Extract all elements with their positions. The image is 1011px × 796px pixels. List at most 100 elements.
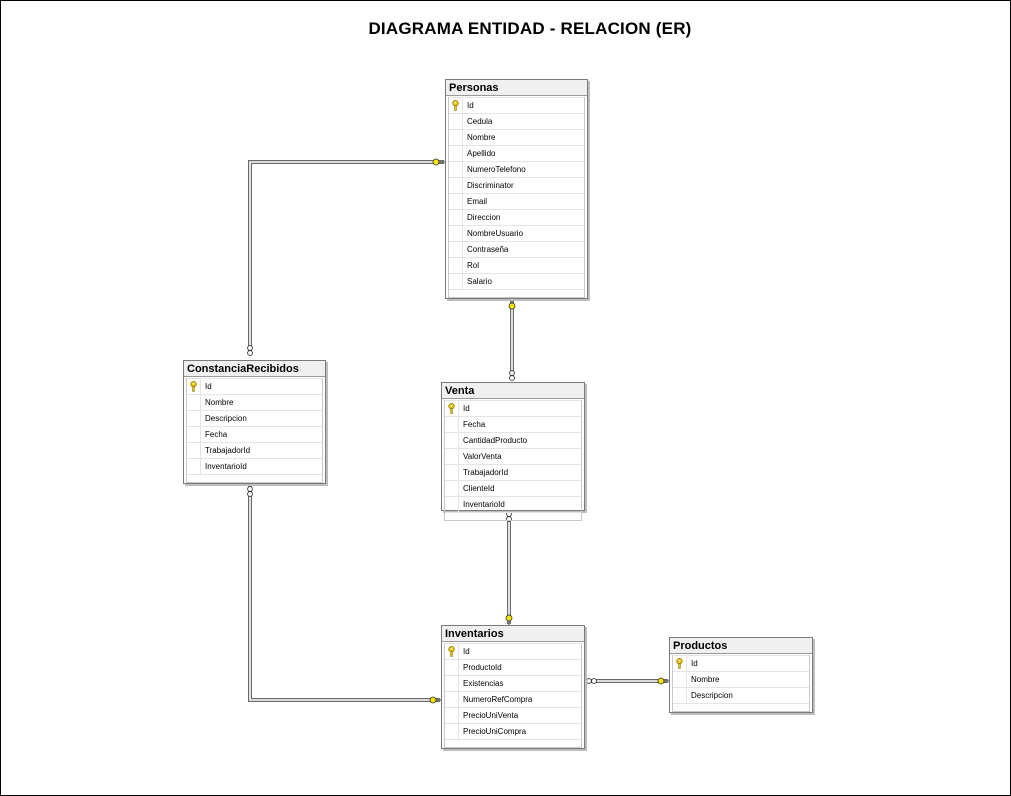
table-column-row[interactable]: ValorVenta	[445, 448, 581, 464]
relationship-constancia-inventarios[interactable]	[247, 486, 441, 704]
column-name: Email	[467, 197, 488, 206]
column-name: NombreUsuario	[467, 229, 524, 238]
table-column-row[interactable]: Existencias	[445, 675, 581, 691]
key-end-icon	[508, 299, 516, 310]
relationship-constancia-personas[interactable]	[247, 158, 445, 356]
table-column-row[interactable]: Salario	[449, 273, 584, 289]
table-column-row[interactable]: Discriminator	[449, 177, 584, 193]
relationship-venta-personas[interactable]	[508, 299, 516, 381]
table-title: Productos	[670, 638, 812, 654]
table-column-row[interactable]: Id	[445, 400, 581, 416]
table-column-row[interactable]: CantidadProducto	[445, 432, 581, 448]
table-column-row[interactable]: Descripcion	[673, 687, 809, 703]
table-column-row[interactable]: Id	[187, 378, 322, 394]
table-column-row[interactable]: Fecha	[445, 416, 581, 432]
row-gutter	[673, 672, 687, 687]
row-gutter	[449, 258, 463, 273]
key-end-icon	[657, 677, 669, 685]
empty-row	[673, 703, 809, 711]
table-column-row[interactable]: ClienteId	[445, 480, 581, 496]
table-column-row[interactable]: Nombre	[187, 394, 322, 410]
table-column-row[interactable]: Id	[445, 643, 581, 659]
column-name: Descripcion	[205, 414, 247, 423]
row-gutter	[673, 688, 687, 703]
row-gutter	[187, 411, 201, 426]
relationship-inventarios-productos[interactable]	[586, 677, 669, 685]
table-column-row[interactable]: Descripcion	[187, 410, 322, 426]
table-column-row[interactable]: InventarioId	[445, 496, 581, 512]
row-gutter	[449, 98, 463, 113]
primary-key-icon	[676, 658, 683, 669]
table-title: ConstanciaRecibidos	[184, 361, 325, 377]
table-column-row[interactable]: Fecha	[187, 426, 322, 442]
row-gutter	[445, 433, 459, 448]
table-title: Venta	[442, 383, 584, 399]
column-name: Salario	[467, 277, 492, 286]
row-gutter	[445, 497, 459, 512]
table-column-row[interactable]: TrabajadorId	[187, 442, 322, 458]
row-gutter	[449, 114, 463, 129]
empty-row	[445, 739, 581, 747]
table-column-row[interactable]: Email	[449, 193, 584, 209]
row-gutter	[445, 724, 459, 739]
column-name: Id	[467, 101, 474, 110]
relationship-venta-inventarios[interactable]	[505, 511, 513, 626]
table-title: Personas	[446, 80, 587, 96]
column-name: Existencias	[463, 679, 504, 688]
table-column-row[interactable]: NombreUsuario	[449, 225, 584, 241]
key-end-icon	[429, 696, 441, 704]
table-column-row[interactable]: Id	[449, 97, 584, 113]
column-name: ProductoId	[463, 663, 502, 672]
column-name: Contraseña	[467, 245, 509, 254]
row-gutter	[673, 656, 687, 671]
primary-key-icon	[448, 646, 455, 657]
row-gutter	[445, 449, 459, 464]
table-column-row[interactable]: Cedula	[449, 113, 584, 129]
table-column-row[interactable]: InventarioId	[187, 458, 322, 474]
table-column-row[interactable]: ProductoId	[445, 659, 581, 675]
row-gutter	[449, 274, 463, 289]
many-end-icon	[247, 486, 253, 492]
column-name: PrecioUniCompra	[463, 727, 527, 736]
column-name: Id	[205, 382, 212, 391]
column-name: Direccion	[467, 213, 501, 222]
table-column-row[interactable]: NumeroRefCompra	[445, 691, 581, 707]
row-gutter	[449, 146, 463, 161]
table-column-row[interactable]: PrecioUniCompra	[445, 723, 581, 739]
table-column-row[interactable]: Direccion	[449, 209, 584, 225]
table-column-row[interactable]: Rol	[449, 257, 584, 273]
row-gutter	[187, 459, 201, 474]
row-gutter	[445, 401, 459, 416]
table-column-row[interactable]: Id	[673, 655, 809, 671]
key-end-icon	[432, 158, 445, 166]
row-gutter	[445, 708, 459, 723]
table-column-row[interactable]: PrecioUniVenta	[445, 707, 581, 723]
column-name: ValorVenta	[463, 452, 502, 461]
table-column-row[interactable]: NumeroTelefono	[449, 161, 584, 177]
table-column-row[interactable]: Nombre	[449, 129, 584, 145]
column-name: NumeroRefCompra	[463, 695, 533, 704]
table-column-row[interactable]: Apellido	[449, 145, 584, 161]
empty-row	[449, 289, 584, 297]
row-gutter	[445, 676, 459, 691]
column-name: TrabajadorId	[205, 446, 251, 455]
row-gutter	[445, 465, 459, 480]
table-column-row[interactable]: TrabajadorId	[445, 464, 581, 480]
primary-key-icon	[448, 403, 455, 414]
column-name: Rol	[467, 261, 480, 270]
diagram-title: DIAGRAMA ENTIDAD - RELACION (ER)	[368, 19, 692, 38]
row-gutter	[449, 242, 463, 257]
empty-row	[187, 474, 322, 482]
row-gutter	[449, 194, 463, 209]
row-gutter	[449, 210, 463, 225]
table-column-row[interactable]: Contraseña	[449, 241, 584, 257]
column-name: Apellido	[467, 149, 496, 158]
table-column-row[interactable]: Nombre	[673, 671, 809, 687]
